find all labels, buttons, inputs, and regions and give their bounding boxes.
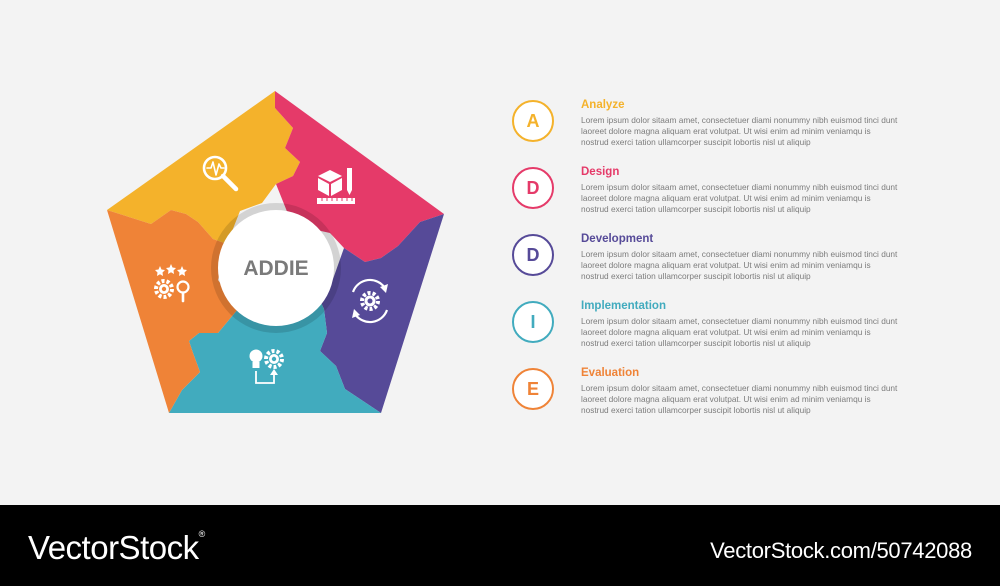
bulb-gear-flow-icon [249,349,284,384]
step-letter: A [526,110,540,131]
cube-ruler-pencil-icon [317,168,355,204]
step-badge: A [512,100,554,142]
step-implementation: I Implementation Lorem ipsum dolor sitaa… [512,300,912,351]
stock-image-id: VectorStock.com/50742088 [710,538,972,563]
step-badge: D [512,234,554,276]
infographic-canvas: A D D I E [107,91,912,418]
magnifier-pulse-icon [202,155,239,192]
step-letter: I [530,311,536,332]
center-label: ADDIE [243,257,308,280]
step-title: Development [581,233,654,245]
step-description: Lorem ipsum dolor sitaam amet, consectet… [581,316,898,349]
step-title: Analyze [581,99,625,111]
gear-cycle-icon [351,278,389,324]
step-badge: E [512,368,554,410]
step-letter: D [526,177,540,198]
step-letter: D [526,244,540,265]
step-design: D Design Lorem ipsum dolor sitaam amet, … [512,166,912,217]
step-description: Lorem ipsum dolor sitaam amet, consectet… [581,383,898,416]
step-analyze: A Analyze Lorem ipsum dolor sitaam amet,… [512,99,912,150]
step-description: Lorem ipsum dolor sitaam amet, consectet… [581,115,898,148]
step-badge: D [512,167,554,209]
center-circle [218,210,334,326]
stars-gear-search-icon [154,264,190,303]
brand-name: VectorStock [28,529,199,566]
vectorstock-logo[interactable]: VectorStock® [28,529,205,567]
step-description: Lorem ipsum dolor sitaam amet, consectet… [581,249,898,282]
step-title: Design [581,166,620,178]
segment-evaluation [107,210,238,413]
step-letter: E [526,378,539,399]
segment-development [316,214,444,413]
addie-pentagon-diagram: ADDIE [107,91,444,413]
step-evaluation: E Evaluation Lorem ipsum dolor sitaam am… [512,367,912,418]
registered-mark: ® [198,529,206,539]
segment-design [275,91,444,262]
step-title: Evaluation [581,367,640,379]
step-description: Lorem ipsum dolor sitaam amet, consectet… [581,182,898,215]
step-development: D Development Lorem ipsum dolor sitaam a… [512,233,912,284]
step-badge: I [512,301,554,343]
step-title: Implementation [581,300,666,312]
watermark-footer: VectorStock® VectorStock.com/50742088 [0,505,1000,586]
segment-implementation [169,292,381,413]
